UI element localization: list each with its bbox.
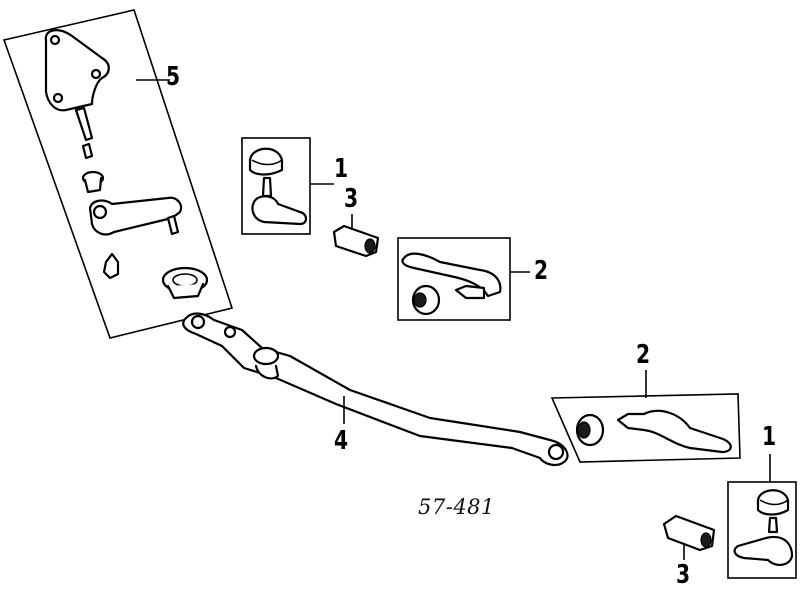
ball-joint-upper	[241, 137, 334, 235]
callout-3-lower: 3	[676, 560, 691, 590]
idler-shaft	[74, 106, 94, 142]
idler-stud	[81, 142, 94, 160]
ball-stud-upper	[261, 176, 273, 198]
figure-number: 57-481	[418, 495, 495, 519]
callout-3-upper: 3	[344, 184, 359, 214]
callout-1-upper: 1	[334, 154, 349, 184]
idler-arm-assembly	[2, 9, 234, 339]
idler-arm-box	[2, 9, 234, 339]
tie-rod-arm-upper	[401, 252, 502, 298]
ball-stud-lower	[767, 516, 779, 534]
idler-bolt	[102, 252, 120, 280]
tie-rod-end-lower	[733, 535, 794, 566]
callout-2-lower: 2	[636, 340, 651, 370]
tie-rod-lower-box	[550, 393, 741, 463]
idler-bracket	[44, 29, 110, 112]
center-link-bar	[182, 312, 569, 467]
nut-upper	[332, 214, 380, 258]
callout-5: 5	[166, 62, 181, 92]
callout-2-upper: 2	[534, 256, 549, 286]
tie-rod-arm-lower	[616, 409, 732, 454]
idler-arm	[88, 196, 183, 236]
tie-rod-end-upper	[251, 195, 308, 226]
dust-boot-lower	[756, 489, 790, 516]
callout-4: 4	[334, 426, 349, 456]
callout-1-lower: 1	[762, 422, 777, 452]
ball-joint-upper-box	[241, 137, 311, 235]
tie-rod-end-lower-assembly	[550, 370, 741, 463]
nut-lower	[662, 514, 716, 560]
tie-rod-end-upper-assembly	[397, 237, 530, 321]
ball-joint-lower	[727, 454, 797, 579]
center-link	[182, 312, 569, 467]
dust-boot-upper	[248, 147, 284, 176]
ball-joint-lower-box	[727, 481, 797, 579]
tie-rod-upper-box	[397, 237, 511, 321]
